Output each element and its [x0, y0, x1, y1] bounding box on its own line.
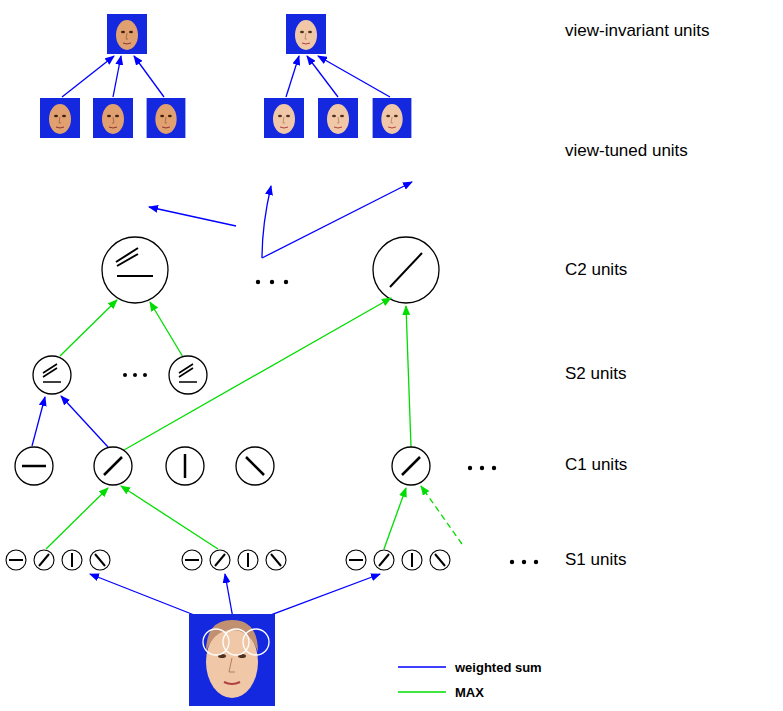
- legend-text: weighted sum: [455, 660, 542, 675]
- layer-label: S1 units: [565, 550, 626, 570]
- layer-label: view-tuned units: [565, 141, 688, 161]
- legend-text: MAX: [455, 685, 484, 700]
- layer-label: C2 units: [565, 260, 627, 280]
- layer-label: S2 units: [565, 364, 626, 384]
- layer-label: view-invariant units: [565, 21, 710, 41]
- layer-label: C1 units: [565, 455, 627, 475]
